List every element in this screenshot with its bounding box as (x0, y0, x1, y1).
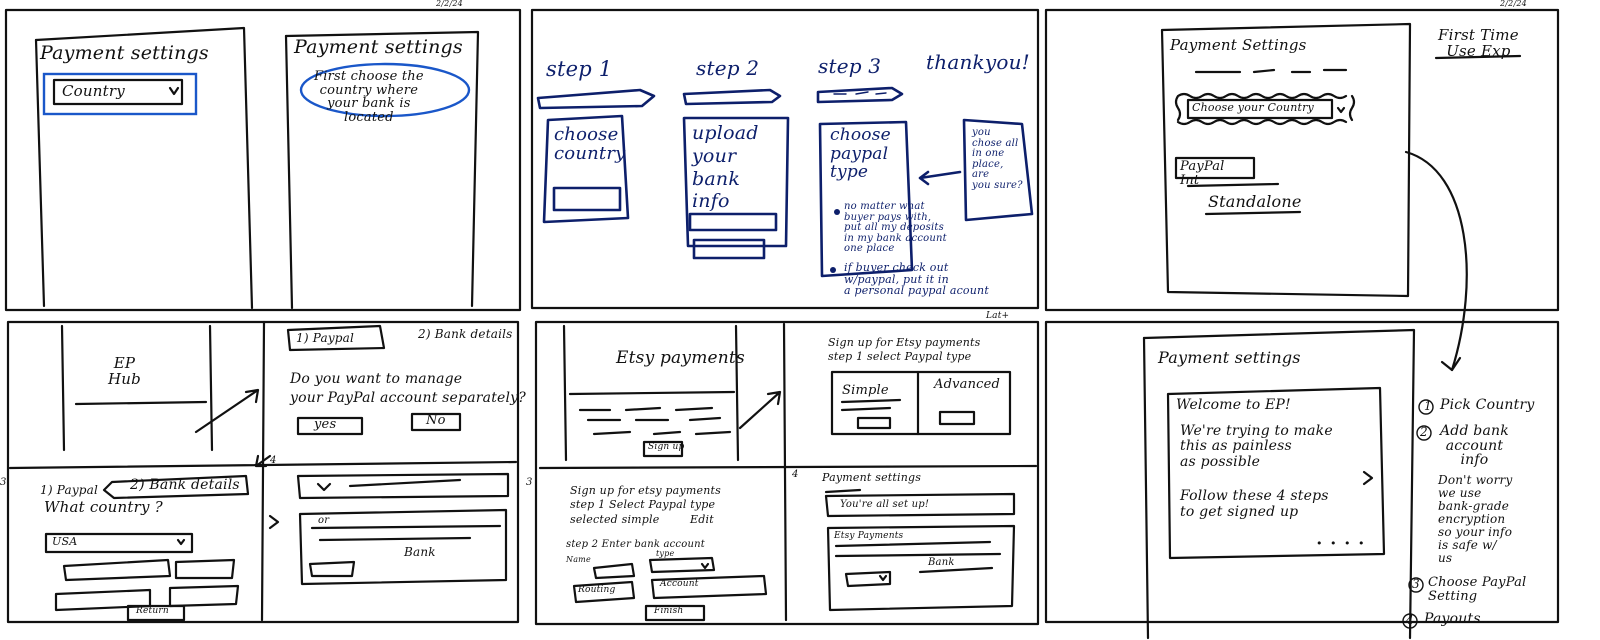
welcome-body: We're trying to make this as painless as… (1180, 423, 1333, 470)
choose-country-note: First choose the country where your bank… (314, 69, 424, 125)
manage-separately-question: Do you want to manage your PayPal accoun… (290, 371, 526, 406)
carousel-dots[interactable]: • • • • (1316, 537, 1367, 550)
name-field-label: Name (566, 555, 591, 564)
deposit-option-2: if buyer check out w/paypal, put it in a… (844, 261, 989, 298)
or-label: or (318, 515, 330, 526)
account-field[interactable]: Account (660, 579, 699, 589)
deposit-option-1: no matter what buyer pays with, put all … (844, 201, 947, 254)
step1-label: step 1 (546, 57, 613, 81)
sketch2-lines (536, 86, 1034, 278)
step-number-1: 1 (1424, 399, 1432, 413)
sketch6-title: Payment settings (1158, 348, 1301, 367)
all-set-banner: You're all set up! (840, 499, 930, 510)
choose-paypal-card: choose paypal type (830, 125, 891, 183)
yes-button[interactable]: yes (314, 417, 337, 432)
etsy-payments-heading: Etsy payments (616, 348, 745, 368)
choose-country-field[interactable]: Choose your Country (1192, 101, 1314, 114)
tab-bank-details-2[interactable]: 2) Bank details (130, 477, 240, 493)
country-select-usa[interactable]: USA (52, 535, 78, 548)
frame-number-4: 4 (270, 455, 277, 466)
simple-option[interactable]: Simple (842, 383, 889, 398)
return-button[interactable]: Return (136, 606, 169, 616)
signup-step-summary: Sign up for etsy payments step 1 Select … (570, 484, 721, 526)
sketch6-lines (1142, 328, 1416, 640)
choose-country-card: choose country (554, 124, 626, 164)
thankyou-label: thankyou! (926, 50, 1030, 74)
step2-label: step 2 (696, 56, 760, 80)
sketch3-title: Payment Settings (1170, 36, 1307, 54)
step-number-3: 3 (1412, 577, 1420, 591)
sketch4-lines (8, 320, 518, 622)
etsy-payments-box-label: Etsy Payments (834, 531, 904, 541)
edit-link[interactable]: Edit (690, 513, 714, 526)
frame-number-3b: 3 (526, 477, 533, 488)
standalone-option[interactable]: Standalone (1208, 192, 1302, 211)
payment-settings-heading: Payment settings (822, 471, 922, 484)
sketch1-right-title: Payment settings (294, 36, 463, 58)
ep-hub-label: EP Hub (108, 354, 141, 388)
panel-frames (4, 8, 1560, 626)
frame-number-3: 3 (0, 477, 7, 488)
encryption-note: Don't worry we use bank-grade encryption… (1438, 473, 1513, 565)
corner-mark-c: Lat+ (986, 311, 1010, 321)
first-time-label: First Time Use Exp (1438, 26, 1519, 60)
step2-bank-heading: step 2 Enter bank account (566, 539, 705, 550)
corner-mark-b: 2/2/24 (1500, 0, 1527, 8)
what-country-label: What country ? (44, 498, 163, 516)
tab-paypal-2[interactable]: 1) Paypal (40, 483, 99, 497)
upload-bank-card: upload your bank info (692, 122, 759, 213)
bank-label: Bank (404, 545, 436, 559)
paypal-int-option[interactable]: PayPal Int (1180, 159, 1225, 188)
step3-label: step 3 (818, 54, 882, 78)
tab-paypal[interactable]: 1) Paypal (296, 331, 355, 345)
sketch1-lines (34, 26, 480, 310)
tab-bank-details[interactable]: 2) Bank details (418, 327, 513, 341)
finish-button[interactable]: Finish (654, 606, 684, 616)
signup-step1-heading: Sign up for Etsy payments step 1 select … (828, 336, 981, 364)
step-add-bank: Add bank account info (1440, 423, 1509, 469)
step-number-2: 2 (1420, 425, 1428, 439)
signup-button[interactable]: Sign up (648, 442, 685, 452)
sketch1-left-title: Payment settings (40, 42, 209, 64)
step-number-4: 4 (1406, 613, 1414, 627)
routing-field[interactable]: Routing (578, 585, 616, 595)
corner-mark-a: 2/2/24 (436, 0, 463, 8)
step-payouts: Payouts.. (1424, 611, 1491, 627)
advanced-option[interactable]: Advanced (934, 377, 1001, 392)
step-choose-paypal: Choose PayPal Setting (1428, 575, 1527, 604)
frame-number-4b: 4 (792, 469, 799, 480)
follow-steps-text: Follow these 4 steps to get signed up (1180, 488, 1329, 521)
type-field-label: type (656, 549, 675, 558)
country-dropdown[interactable]: Country (62, 82, 125, 100)
sketch5-lines (538, 322, 1038, 622)
step-pick-country: Pick Country (1440, 397, 1535, 413)
no-button[interactable]: No (426, 413, 446, 428)
welcome-heading: Welcome to EP! (1176, 397, 1291, 413)
sketch3-lines (1160, 22, 1522, 372)
are-you-sure-note: you chose all in one place, are you sure… (972, 127, 1023, 191)
bank-box-label: Bank (928, 557, 955, 568)
